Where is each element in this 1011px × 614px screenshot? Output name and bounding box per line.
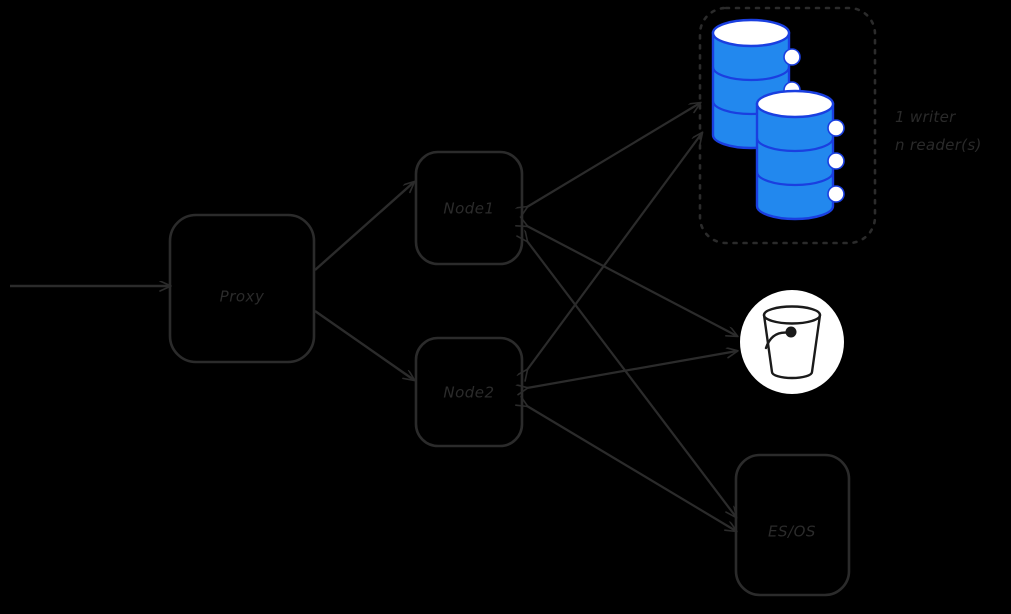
- bucket-icon: [762, 305, 822, 380]
- esos-node-label: ES/OS: [768, 523, 816, 541]
- node2-node-label: Node2: [443, 384, 494, 402]
- esos-node[interactable]: ES/OS: [734, 453, 851, 597]
- edge-proxy-to-node1: [314, 182, 414, 271]
- proxy-node[interactable]: Proxy: [168, 213, 316, 364]
- edge-node2-esos: [527, 406, 736, 531]
- edge-node2-database: [527, 133, 702, 370]
- node1-node-label: Node1: [443, 200, 494, 218]
- edge-node2-bucket: [527, 351, 737, 388]
- database-dashed-border: [698, 6, 877, 245]
- database-icon: [711, 18, 845, 221]
- edge-proxy-to-node2: [314, 310, 414, 380]
- node1-node[interactable]: Node1: [414, 150, 524, 266]
- edge-node1-database: [527, 103, 700, 207]
- proxy-node-label: Proxy: [220, 288, 265, 306]
- database-note-line-2: n reader(s): [895, 136, 982, 154]
- edge-node1-esos: [527, 241, 736, 517]
- bucket-node[interactable]: [740, 290, 844, 394]
- database-node[interactable]: [698, 6, 877, 245]
- database-note-line-1: 1 writer: [895, 108, 956, 126]
- node2-node[interactable]: Node2: [414, 336, 524, 448]
